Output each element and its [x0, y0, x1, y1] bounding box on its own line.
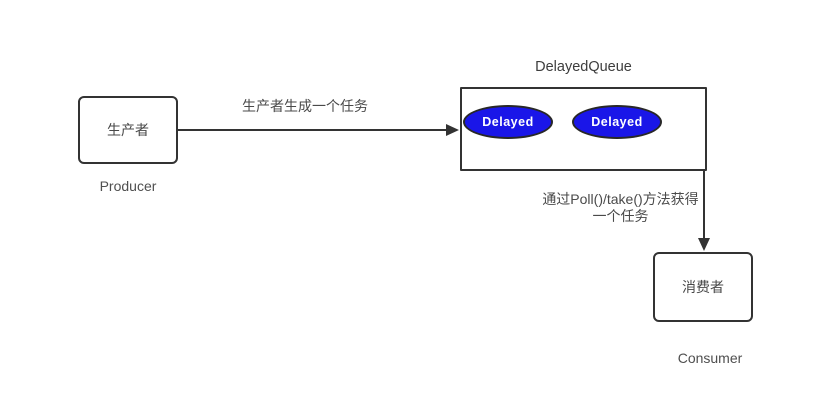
delayed-item-label: Delayed: [482, 115, 534, 129]
producer-caption: Producer: [99, 178, 157, 194]
arrowhead-right-icon: [446, 124, 459, 136]
consumer-caption: Consumer: [677, 350, 743, 366]
producer-node-label: 生产者: [107, 122, 149, 138]
delayed-item-label: Delayed: [591, 115, 643, 129]
consumer-node: 消费者: [653, 252, 753, 322]
consume-edge-label: 通过Poll()/take()方法获得 一个任务: [528, 191, 713, 225]
arrowhead-down-icon: [698, 238, 710, 251]
queue-title: DelayedQueue: [535, 59, 632, 75]
producer-node: 生产者: [78, 96, 178, 164]
consumer-node-label: 消费者: [682, 279, 724, 295]
produce-edge-label: 生产者生成一个任务: [242, 98, 368, 114]
delayed-item: Delayed: [463, 105, 553, 139]
delayed-item: Delayed: [572, 105, 662, 139]
consume-edge-label-line2: 一个任务: [592, 208, 649, 224]
producer-to-queue-arrow: [178, 124, 459, 136]
consume-edge-label-line1: 通过Poll()/take()方法获得: [542, 191, 699, 207]
